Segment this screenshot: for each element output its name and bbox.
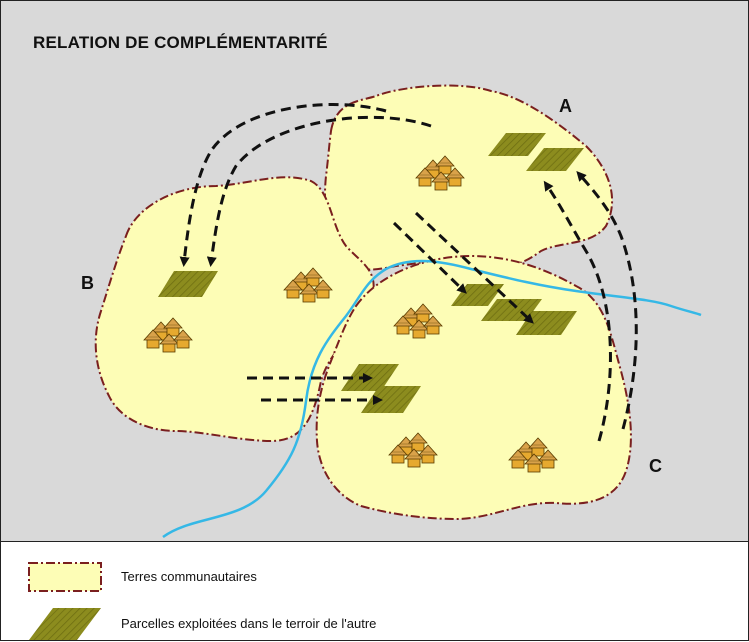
legend-label-plots: Parcelles exploitées dans le terroir de … (121, 616, 377, 631)
plot-b (158, 271, 218, 297)
river (162, 259, 702, 539)
map-svg (94, 84, 702, 539)
legend: Terres communautaires Parcelles exploité… (1, 542, 748, 640)
territory-swatch-icon (28, 562, 102, 592)
diagram-title: RELATION DE COMPLÉMENTARITÉ (33, 33, 328, 52)
plot-swatch-icon (29, 608, 101, 640)
plot-a (488, 133, 584, 171)
arrow-c-to-a-2 (576, 171, 638, 430)
zone-label-c: C (649, 456, 662, 476)
territory-b (94, 176, 375, 443)
map-area: RELATION DE COMPLÉMENTARITÉ A B C (1, 1, 748, 542)
arrow-c-to-a-1 (543, 180, 612, 442)
arrow-a-to-c-1 (392, 221, 467, 294)
zone-label-a: A (559, 96, 572, 116)
legend-label-territory: Terres communautaires (121, 569, 257, 584)
arrow-a-to-b-inner (206, 115, 432, 267)
legend-item-territory: Terres communautaires (25, 559, 725, 595)
zone-label-b: B (81, 273, 94, 293)
arrow-a-to-c-2 (414, 211, 534, 324)
arrow-a-to-b-outer (179, 103, 387, 267)
legend-item-plots: Parcelles exploitées dans le terroir de … (25, 606, 725, 642)
